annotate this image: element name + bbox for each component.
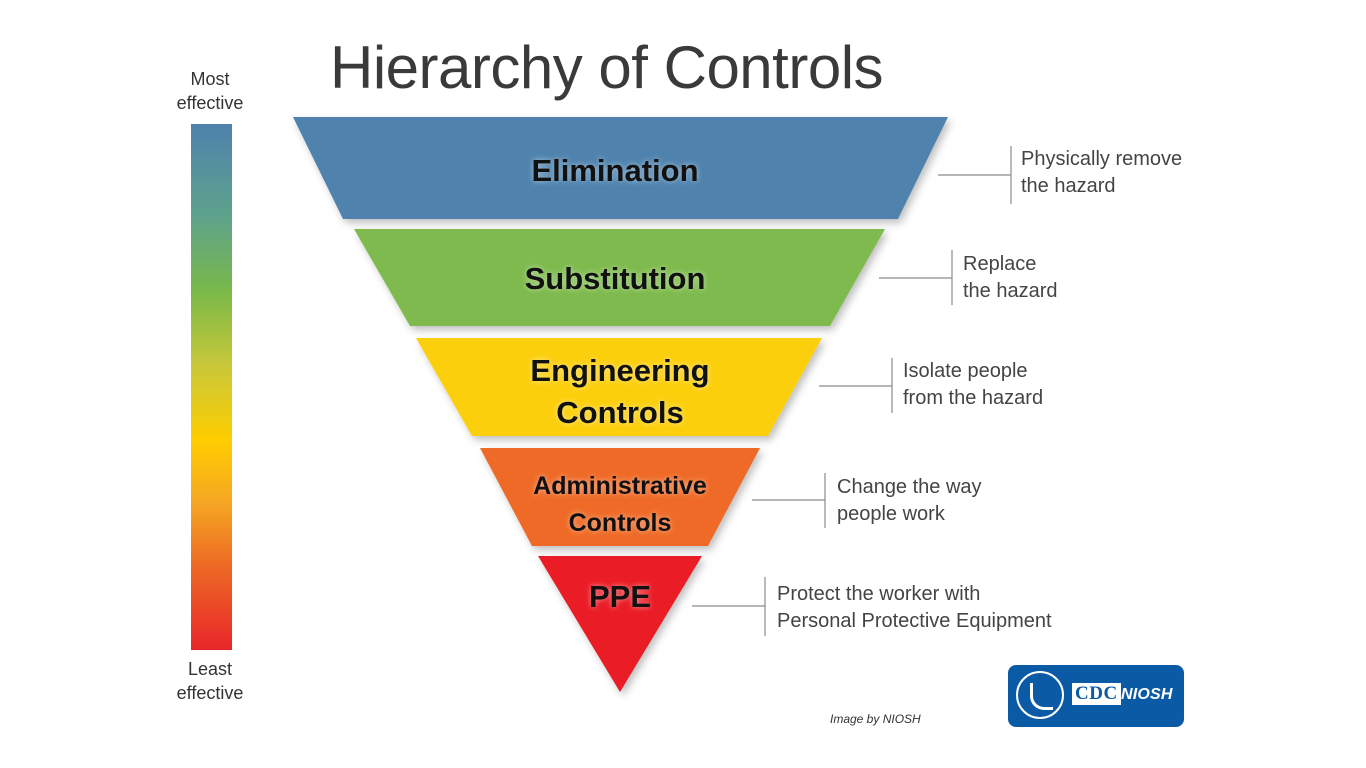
image-credit: Image by NIOSH [830, 712, 921, 726]
page-title: Hierarchy of Controls [330, 34, 884, 101]
engineering-controls-description: Isolate people from the hazard [903, 360, 1044, 409]
elimination-layer [293, 117, 948, 219]
substitution-layer [354, 229, 885, 326]
substitution-label: Substitution [524, 261, 706, 296]
administrative-controls-layer [480, 448, 760, 546]
ppe-description: Protect the worker with Personal Protect… [777, 583, 1052, 632]
elimination-label: Elimination [531, 153, 699, 188]
least-effective-label: Least effective [176, 659, 244, 703]
effectiveness-gradient-bar [191, 124, 232, 650]
engineering-controls-layer [416, 338, 822, 436]
ppe-layer [538, 556, 702, 692]
elimination-description: Physically remove the hazard [1021, 148, 1183, 197]
ppe-label: PPE [588, 579, 652, 614]
engineering-controls-label: Engineering Controls [530, 353, 710, 430]
niosh-logo-text: NIOSH [1121, 686, 1173, 703]
connector-lines [692, 146, 1012, 636]
substitution-description: Replace the hazard [963, 253, 1058, 302]
administrative-controls-label: Administrative Controls [533, 472, 707, 537]
administrative-controls-description: Change the way people work [837, 476, 982, 525]
cdc-niosh-logo: CDC NIOSH [1008, 665, 1184, 727]
most-effective-label: Most effective [176, 69, 244, 113]
cdc-logo-text: CDC [1072, 683, 1121, 705]
hhs-seal-icon [1016, 671, 1064, 719]
